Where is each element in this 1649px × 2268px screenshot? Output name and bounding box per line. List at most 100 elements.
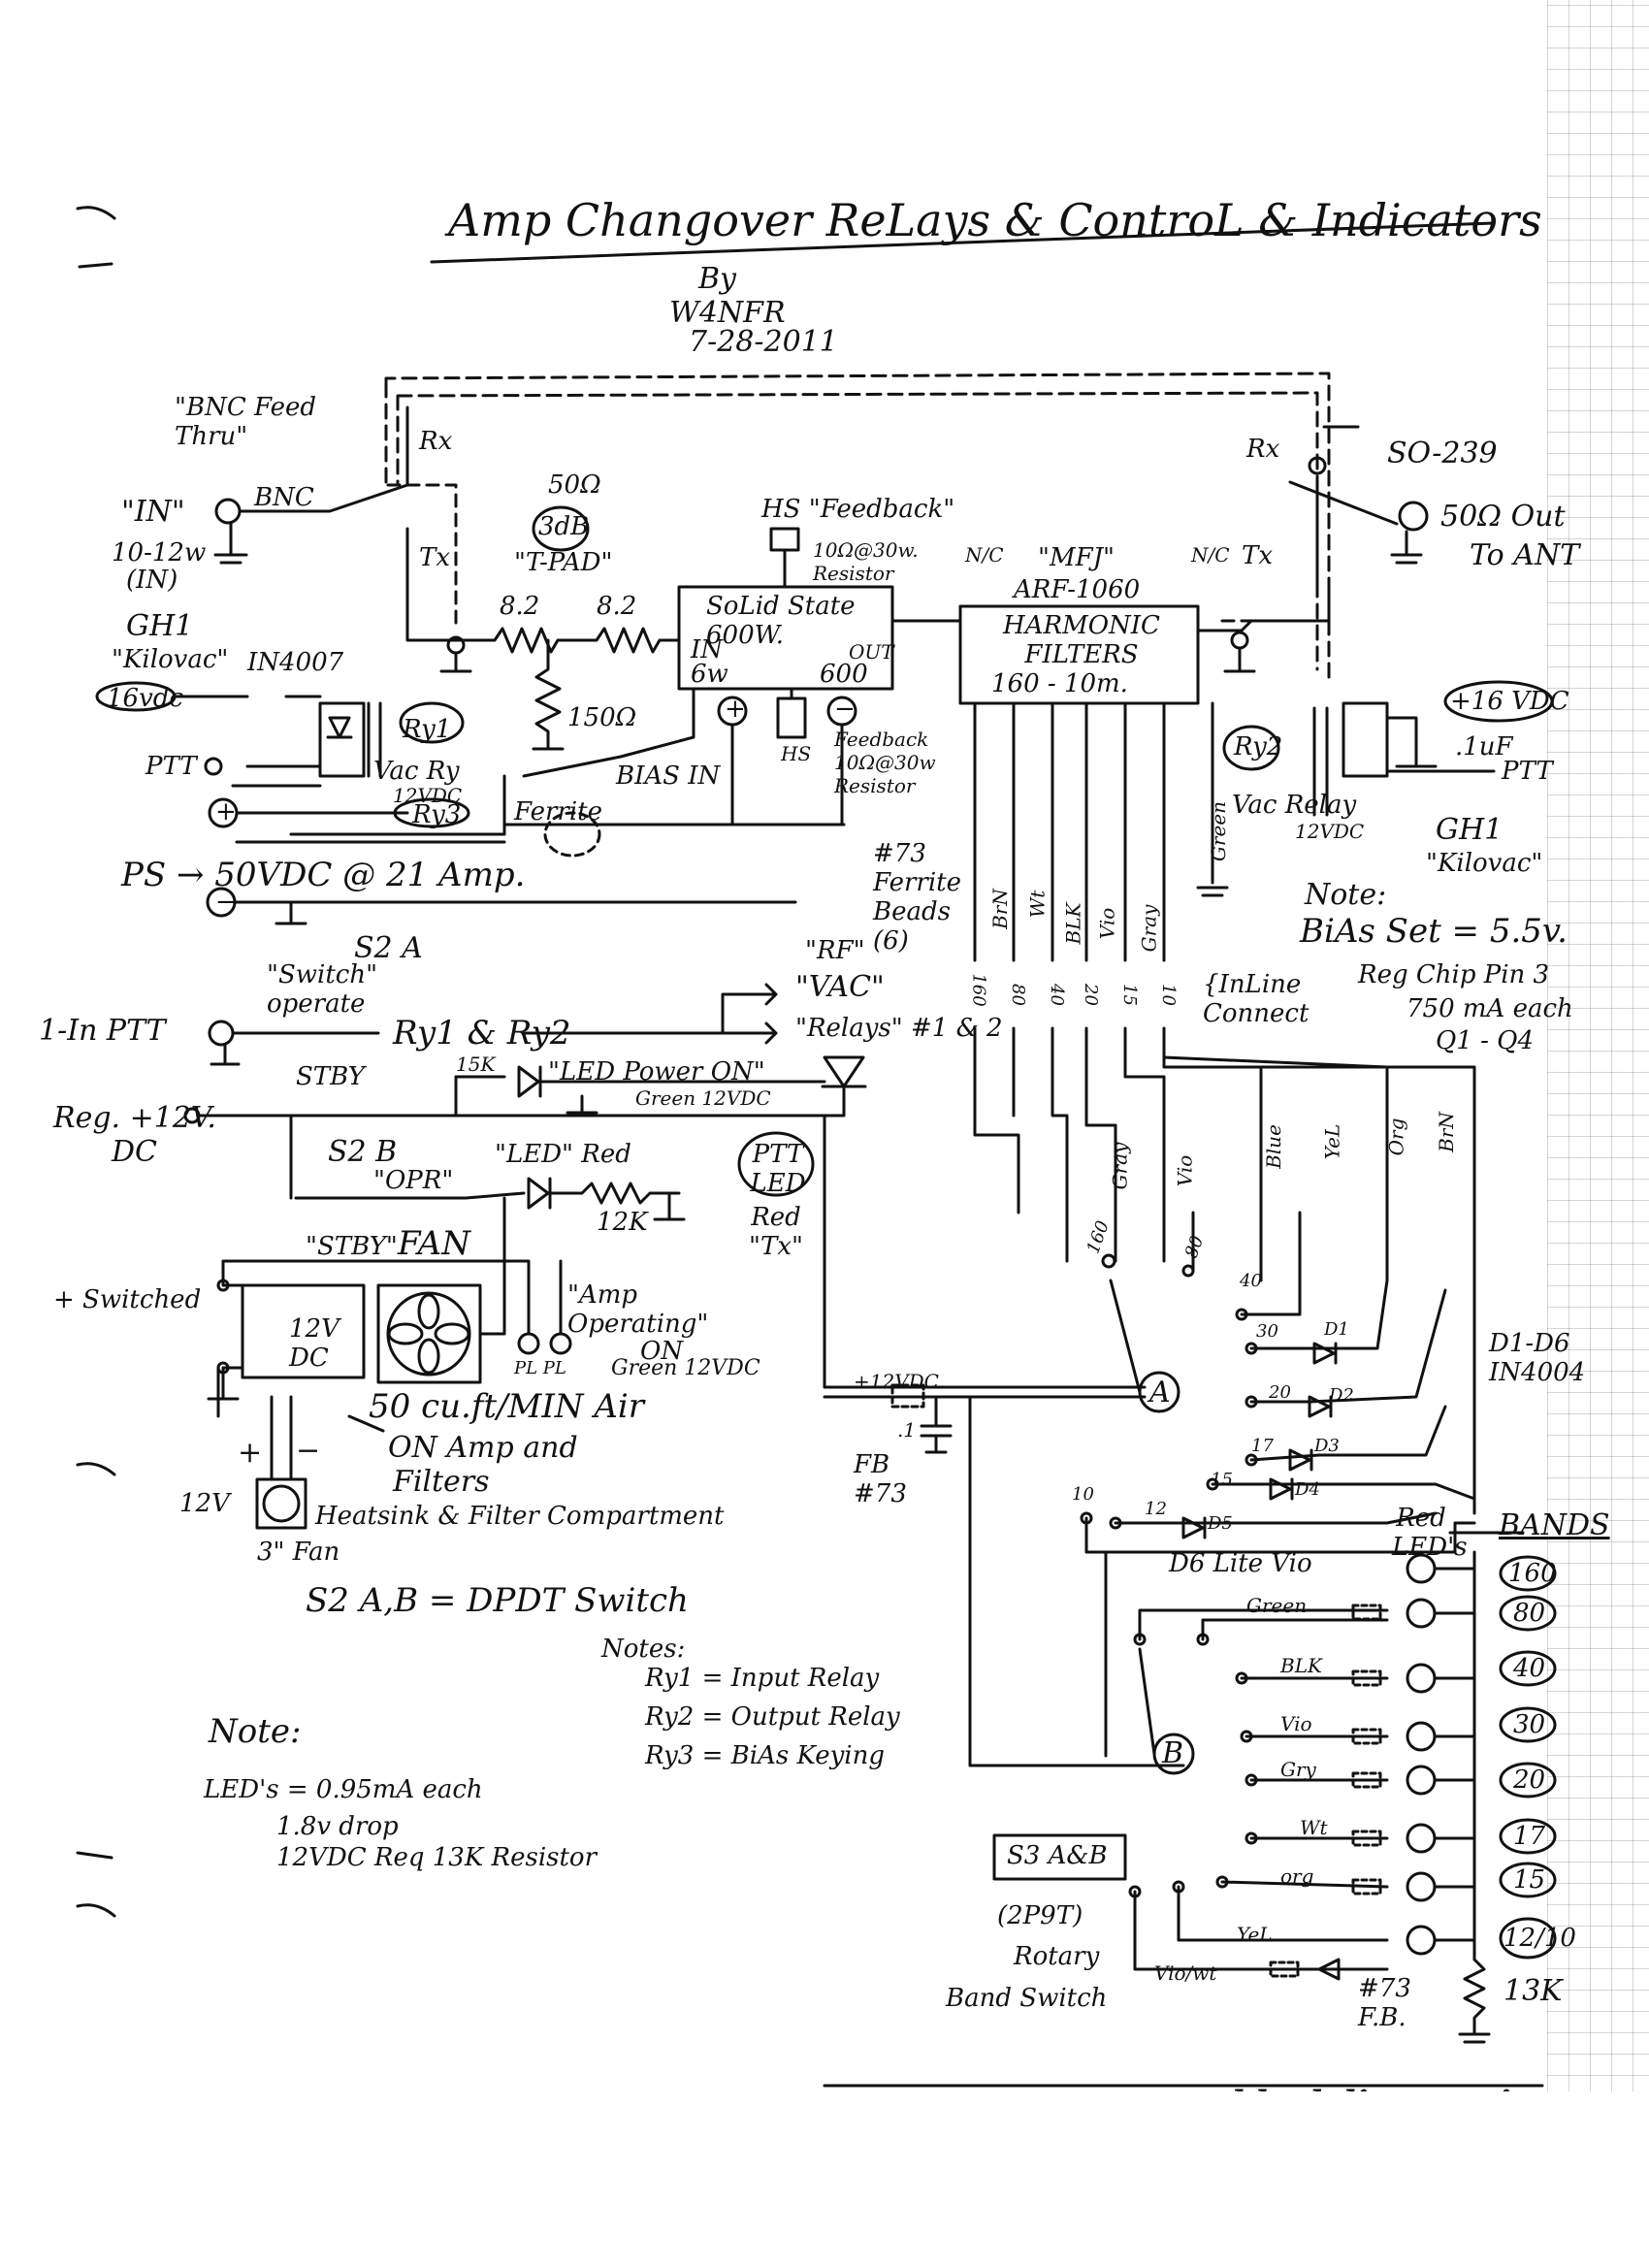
rot-wire-yel: YeL xyxy=(1320,1123,1344,1160)
heatsink-label: Heatsink & Filter Compartment xyxy=(315,1502,725,1531)
conn-160: 160 xyxy=(968,973,989,1007)
band-80: 80 xyxy=(1513,1599,1546,1628)
fb73-label: #73 F.B. xyxy=(1358,1974,1411,2032)
stby2-label: "STBY" xyxy=(306,1232,398,1261)
stby-label: STBY xyxy=(296,1062,365,1091)
ma-each: 750 mA each xyxy=(1406,994,1573,1023)
fan-12v-dc: 12V DC xyxy=(289,1314,340,1373)
band-12-10: 12/10 xyxy=(1504,1924,1576,1953)
ferrite-beads-label: #73 Ferrite Beads (6) xyxy=(873,839,962,956)
band-17: 17 xyxy=(1513,1822,1546,1851)
band-switch-label: Band Switch xyxy=(946,1984,1108,2013)
ry2-coil xyxy=(1342,701,1389,778)
so239-label: SO-239 xyxy=(1387,437,1498,470)
ry2-label: Ry2 xyxy=(1234,732,1283,761)
pos-a-17: 17 xyxy=(1251,1436,1274,1456)
fan-minus: − xyxy=(296,1434,321,1468)
band-ovals xyxy=(1499,1555,1557,1960)
bands-title: BANDS xyxy=(1499,1508,1610,1542)
dc-label: DC xyxy=(112,1135,158,1169)
amp-plus: + xyxy=(725,695,746,724)
rot-wire-blue: Blue xyxy=(1261,1124,1285,1169)
notes-ry1: Ry1 = Input Relay xyxy=(645,1664,880,1693)
conn-40: 40 xyxy=(1046,984,1067,1006)
gh1-left: GH1 xyxy=(126,609,194,643)
note-led-2: 1.8v drop xyxy=(276,1812,399,1841)
led-red-label: "LED" Red xyxy=(495,1140,631,1169)
pos-a-10: 10 xyxy=(1072,1484,1094,1505)
small-fan xyxy=(255,1477,307,1530)
v12-rotary: +12VDC xyxy=(854,1370,939,1393)
led-wire-wt: Wt xyxy=(1300,1816,1328,1839)
switch-a-label: A xyxy=(1149,1376,1171,1409)
d6-lite-label: D6 Lite Vio xyxy=(1169,1549,1312,1578)
amp-minus: − xyxy=(834,695,856,724)
led-wire-yel: YeL xyxy=(1237,1923,1273,1946)
red-tx-label: Red "Tx" xyxy=(749,1203,803,1261)
filter-range: 160 - 10m. xyxy=(991,669,1128,698)
pad-ohms-label: 50Ω xyxy=(548,470,601,500)
wire-label-vio: Vio xyxy=(1095,907,1119,940)
rot-wire-vio: Vio xyxy=(1173,1154,1197,1187)
wire-label-wt: Wt xyxy=(1025,890,1050,919)
in-label: "IN" xyxy=(121,495,185,529)
tx-left-label: Tx xyxy=(419,543,451,572)
relays-label: "Relays" #1 & 2 xyxy=(795,1014,1003,1043)
in-power-sub: (IN) xyxy=(126,566,178,595)
conn-10: 10 xyxy=(1157,984,1179,1006)
date-label: 7-28-2011 xyxy=(689,325,838,359)
k13-label: 13K xyxy=(1504,1974,1563,2008)
ry12-label: Ry1 & Ry2 xyxy=(393,1014,571,1053)
conn-15: 15 xyxy=(1118,984,1140,1006)
ferrite-label: Ferrite xyxy=(514,797,603,826)
note-led-1: LED's = 0.95mA each xyxy=(204,1775,483,1804)
band-40: 40 xyxy=(1513,1654,1546,1683)
vac-label: "VAC" xyxy=(795,970,885,1004)
filter-nc-left: N/C xyxy=(965,543,1004,567)
pad-r1-label: 8.2 xyxy=(500,592,540,621)
pos-a-40: 40 xyxy=(1240,1271,1262,1291)
notes-ry2: Ry2 = Output Relay xyxy=(645,1702,900,1732)
bnc-label: BNC xyxy=(254,483,314,512)
dpdt-label: S2 A,B = DPDT Switch xyxy=(306,1581,689,1620)
d2-label: D2 xyxy=(1329,1385,1354,1406)
ry1-coil xyxy=(318,701,366,778)
bias-label: BIAS IN xyxy=(616,761,721,791)
reg-chip: Reg Chip Pin 3 xyxy=(1358,960,1550,989)
pad-name-label: "T-PAD" xyxy=(514,548,613,577)
fan-plus: + xyxy=(238,1436,263,1470)
amp-out-watts: 600 xyxy=(820,660,868,689)
amp-in-watts: 6w xyxy=(691,660,728,689)
led-power-label: "LED Power ON" xyxy=(548,1057,765,1086)
wire-label-gray: Gray xyxy=(1137,904,1161,953)
led-column xyxy=(1406,1553,1437,1956)
rot-wire-brn: BrN xyxy=(1434,1112,1458,1152)
ptt-led-diode xyxy=(821,1055,867,1088)
feedback-res-label: 10Ω@30w. Resistor xyxy=(813,538,919,585)
filter-box xyxy=(958,604,1200,705)
fb-rotary: FB #73 xyxy=(854,1450,907,1508)
mfj-label: "MFJ" xyxy=(1038,543,1116,572)
hs-feedback-label: HS "Feedback" xyxy=(761,495,955,524)
amp-out-label: OUT xyxy=(849,640,894,664)
graph-paper-edge xyxy=(1547,0,1649,2268)
page-title: Amp Changover ReLays & ControL & Indicat… xyxy=(448,194,1542,246)
d-note: D1-D6 IN4004 xyxy=(1489,1329,1586,1387)
in-ptt-label: 1-In PTT xyxy=(39,1014,166,1048)
cfm-label: 50 cu.ft/MIN Air xyxy=(369,1387,645,1426)
minus-left: − xyxy=(215,888,237,917)
so239-connector xyxy=(1398,501,1429,532)
bnc-in-connector xyxy=(214,498,242,525)
coax-shield-dashed xyxy=(384,372,1331,681)
opr-label: "OPR" xyxy=(373,1166,454,1195)
d5-label: D5 xyxy=(1208,1513,1233,1534)
conn-20: 20 xyxy=(1080,984,1101,1006)
amp-operating: "Amp Operating" xyxy=(567,1280,709,1339)
reg12-label: Reg. +12V. xyxy=(53,1101,216,1135)
switch-b-label: B xyxy=(1162,1736,1184,1770)
pos-a-12: 12 xyxy=(1145,1499,1167,1519)
led-wire-vio-wt: Vio/wt xyxy=(1154,1961,1217,1985)
by-label: By xyxy=(698,262,736,296)
filter-nc-right: N/C xyxy=(1191,543,1230,567)
q1q4: Q1 - Q4 xyxy=(1436,1026,1535,1055)
